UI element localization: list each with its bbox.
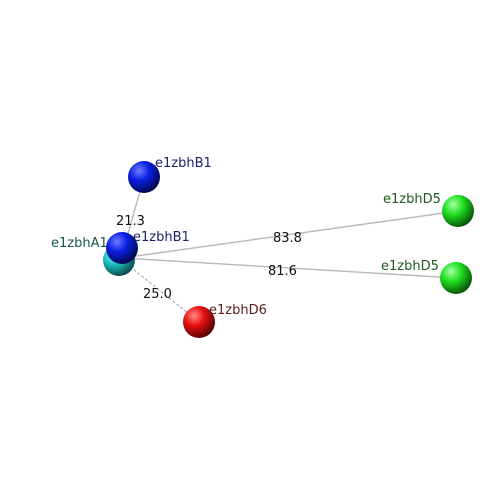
node-label: e1zbhB1 [133, 230, 190, 245]
nodes [103, 161, 474, 338]
node-label: e1zbhD5 [383, 192, 441, 207]
edge-a-d6 [121, 259, 200, 323]
node-sphere-green[interactable] [440, 262, 472, 294]
edge-label: 25.0 [143, 287, 172, 302]
node-sphere-green[interactable] [442, 195, 474, 227]
edge-a-d5top [121, 210, 459, 259]
edge-label: 83.8 [273, 231, 302, 246]
node-sphere-blue[interactable] [128, 161, 160, 193]
edge-a-d5bot [121, 257, 457, 279]
edge-label: 21.3 [116, 214, 145, 229]
edge-label: 81.6 [268, 264, 297, 279]
node-label: e1zbhD6 [209, 303, 267, 318]
edge-labels: 21.3 83.8 81.6 25.0 [116, 214, 302, 302]
node-label: e1zbhB1 [155, 156, 212, 171]
node-sphere-red[interactable] [183, 306, 215, 338]
node-label: e1zbhA1 [51, 236, 108, 251]
node-sphere-blue[interactable] [106, 232, 138, 264]
node-labels: e1zbhB1 e1zbhA1 e1zbhB1 e1zbhD5 e1zbhD5 … [51, 156, 441, 318]
node-label: e1zbhD5 [381, 259, 439, 274]
